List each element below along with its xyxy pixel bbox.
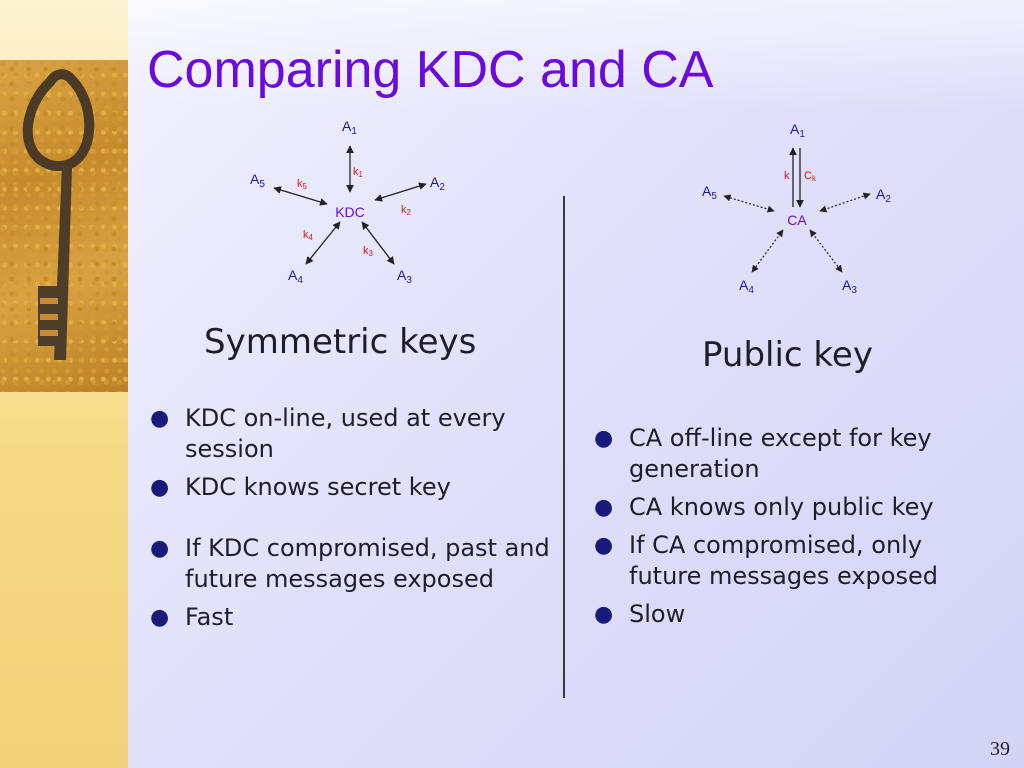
node-a4: A4	[739, 277, 754, 296]
key-k4: k4	[303, 229, 314, 242]
bullet-dot: ●	[150, 406, 170, 431]
node-a4: A4	[288, 267, 303, 286]
ca-diagram: CA k Ck A1 A2 A3 A4 A5	[702, 121, 891, 296]
slide-title: Comparing KDC and CA	[147, 41, 714, 99]
node-a2: A2	[876, 186, 891, 205]
arrow-kdc-a5	[273, 186, 328, 206]
list-item: ●CA knows only public key	[594, 493, 934, 521]
node-a5: A5	[702, 183, 717, 202]
page-number: 39	[990, 738, 1010, 760]
bullet-dot: ●	[594, 426, 614, 451]
title-fade	[128, 0, 1024, 110]
symmetric-heading: Symmetric keys	[204, 322, 477, 362]
node-a1: A1	[790, 121, 805, 140]
node-a2: A2	[430, 174, 445, 193]
arrow-ca-a2	[819, 192, 871, 213]
key-ck: Ck	[804, 170, 817, 183]
antique-key-icon	[0, 60, 128, 392]
bullet-dot: ●	[594, 533, 614, 558]
public-bullets: ●CA off-line except for key generation ●…	[592, 423, 1002, 637]
node-a3: A3	[842, 277, 857, 296]
node-a5: A5	[250, 171, 265, 190]
key-k2: k2	[401, 204, 412, 217]
bullet-dot: ●	[150, 475, 170, 500]
list-item: ●If CA compromised, only future messages…	[594, 531, 938, 590]
ca-center-label: CA	[787, 212, 807, 228]
kdc-center-label: KDC	[335, 204, 365, 220]
bullet-dot: ●	[150, 605, 170, 630]
key-k5: k5	[297, 178, 308, 191]
list-item: ●KDC knows secret key	[150, 473, 451, 501]
key-k3: k3	[363, 245, 374, 258]
arrow-ca-a4	[751, 229, 784, 273]
key-k: k	[784, 170, 790, 182]
list-item: ●If KDC compromised, past and future mes…	[150, 534, 550, 593]
public-heading: Public key	[702, 335, 873, 375]
kdc-diagram: KDC A1 A2 A3 A4 A5 k1 k2 k3 k4 k5	[250, 118, 445, 286]
bullet-dot: ●	[594, 602, 614, 627]
arrow-kdc-a2	[374, 182, 427, 202]
arrow-ca-a3	[809, 229, 843, 273]
key-k1: k1	[353, 166, 364, 179]
node-a1: A1	[342, 118, 357, 137]
list-item: ●KDC on-line, used at every session	[150, 404, 506, 463]
list-item: ●CA off-line except for key generation	[594, 424, 932, 483]
list-item: ●Slow	[594, 600, 686, 628]
bullet-dot: ●	[150, 536, 170, 561]
bullet-dot: ●	[594, 495, 614, 520]
arrow-kdc-a4	[305, 221, 341, 265]
arrow-kdc-a3	[361, 221, 395, 265]
symmetric-bullets: ●KDC on-line, used at every session ●KDC…	[148, 403, 553, 640]
list-item: ●Fast	[150, 603, 234, 631]
column-divider	[563, 196, 565, 698]
node-a3: A3	[397, 267, 412, 286]
arrow-ca-a5	[723, 194, 775, 213]
